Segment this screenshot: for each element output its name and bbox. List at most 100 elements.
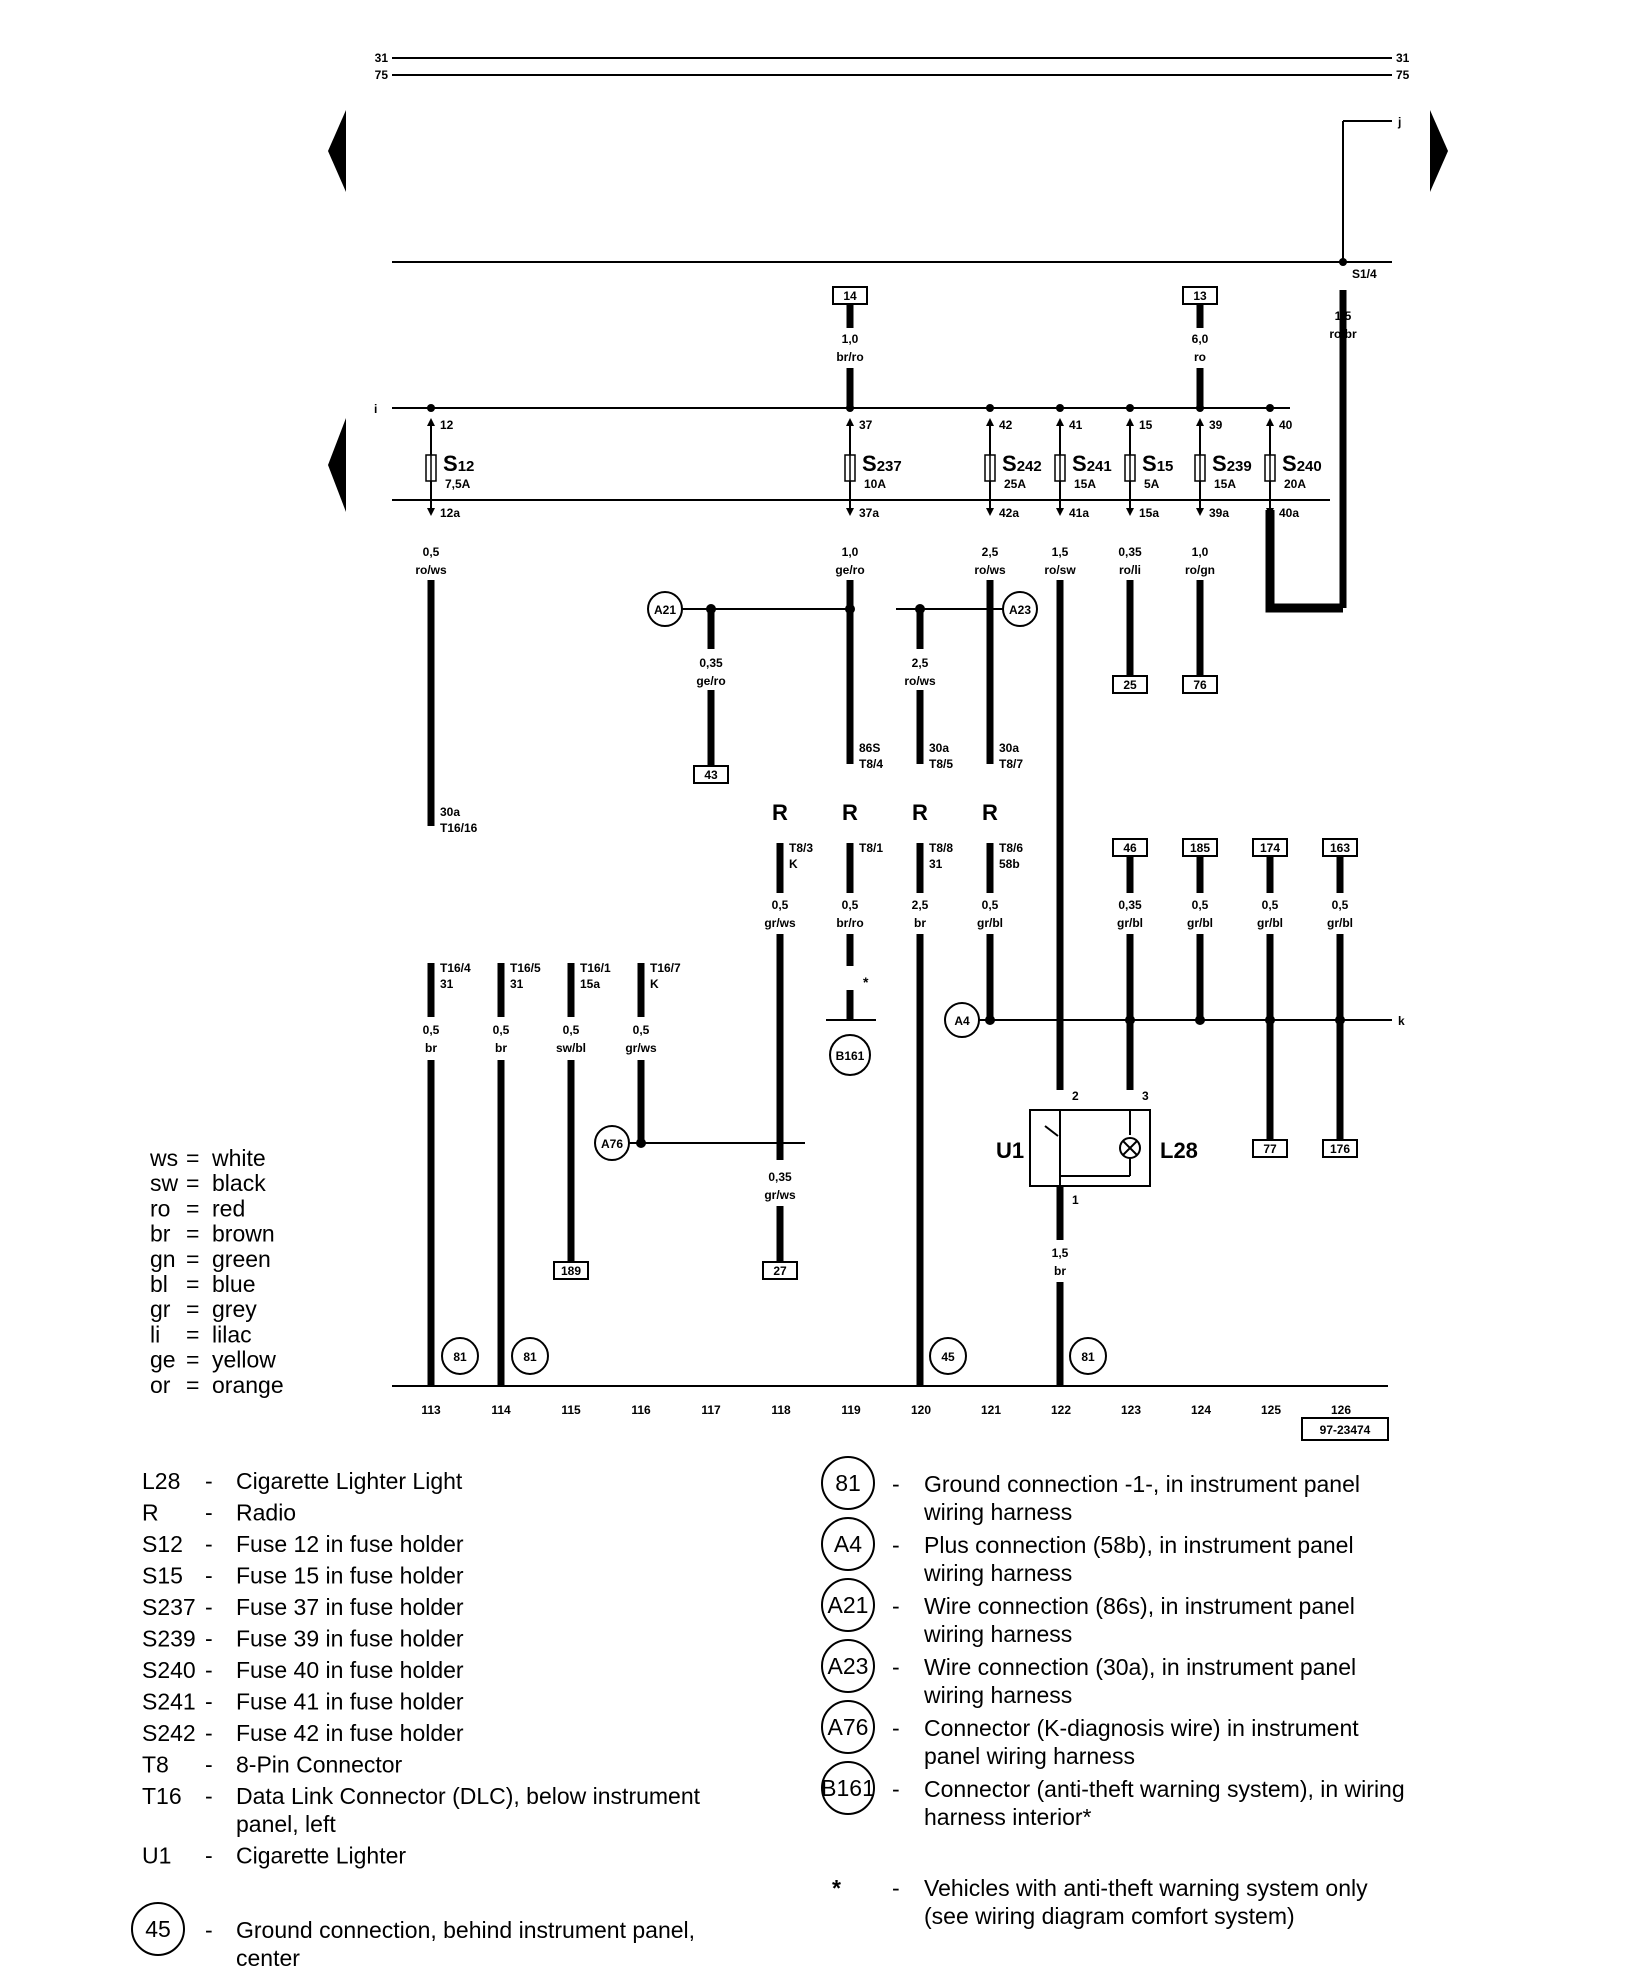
wire-size: 1,5 <box>1052 1246 1069 1260</box>
wire-size: 1,0 <box>1192 545 1209 559</box>
legend-desc: Wire connection (86s), in instrument pan… <box>924 1593 1355 1619</box>
color-code-legend: ws=whitesw=blackro=redbr=browngn=greenbl… <box>149 1145 284 1398</box>
fuse-in-terminal: 39 <box>1209 418 1223 432</box>
wire-size: 0,35 <box>768 1170 792 1184</box>
legend-desc: Cigarette Lighter Light <box>236 1468 463 1494</box>
wire-color: br <box>914 916 926 930</box>
fuse-out-terminal: 12a <box>440 506 460 520</box>
fuse-node <box>1126 404 1134 412</box>
color-equals: = <box>186 1221 199 1247</box>
ref-box-43 <box>693 765 729 784</box>
connector-label: A21 <box>654 603 676 617</box>
wire-color: ge/ro <box>835 563 864 577</box>
legend-key: 45 <box>145 1916 171 1942</box>
fuse-node <box>1056 404 1064 412</box>
legend-desc: wiring harness <box>923 1499 1072 1525</box>
fuse-rating: 5A <box>1144 477 1160 491</box>
radio-label: R <box>982 800 998 825</box>
pin-label: T8/8 <box>929 841 953 855</box>
ground-81-c <box>1069 1337 1107 1375</box>
legend-separator: - <box>205 1594 213 1620</box>
wire-color: gr/bl <box>1257 916 1283 930</box>
color-equals: = <box>186 1372 199 1398</box>
legend-desc: wiring harness <box>923 1560 1072 1586</box>
connector-icon <box>821 1700 875 1754</box>
legend-key: S242 <box>142 1720 196 1746</box>
column-number: 124 <box>1191 1403 1211 1417</box>
fuse-node <box>1196 404 1204 412</box>
wire-color: gr/bl <box>1117 916 1143 930</box>
column-number: 114 <box>491 1403 511 1417</box>
legend-left: L28-Cigarette Lighter LightR-RadioS12-Fu… <box>131 1468 701 1971</box>
wire-color: br/ro <box>836 350 863 364</box>
legend-key: S241 <box>142 1689 196 1715</box>
color-equals: = <box>186 1170 199 1196</box>
wire-size: 1,0 <box>842 545 859 559</box>
color-equals: = <box>186 1296 199 1322</box>
arrow-down-icon <box>1196 508 1204 516</box>
ref-label: 76 <box>1193 678 1207 692</box>
wire-size: 0,5 <box>563 1023 580 1037</box>
rail-label-31-right: 31 <box>1396 51 1410 65</box>
arrow-up-icon <box>986 418 994 426</box>
color-code: ws <box>149 1145 178 1171</box>
ground-81-b <box>511 1337 549 1375</box>
ref-label: 189 <box>561 1264 581 1278</box>
pin-label: 58b <box>999 857 1020 871</box>
legend-separator: - <box>892 1654 900 1680</box>
legend-key: R <box>142 1500 159 1526</box>
rail-label-75-left: 75 <box>375 68 389 82</box>
pin-label: K <box>789 857 798 871</box>
legend-desc: panel, left <box>236 1811 336 1837</box>
wire-size: 0,5 <box>1192 898 1209 912</box>
asterisk: * <box>863 974 869 990</box>
fuse-node <box>986 404 994 412</box>
pin-label: T16/7 <box>650 961 681 975</box>
i-label: i <box>374 402 377 416</box>
fuse-out-terminal: 40a <box>1279 506 1299 520</box>
ref-label: 13 <box>1193 289 1207 303</box>
color-name: grey <box>212 1296 257 1322</box>
pin-label: T8/1 <box>859 841 883 855</box>
pin-label: T16/16 <box>440 821 478 835</box>
fuse-name: S240 <box>1282 451 1322 476</box>
legend-separator: - <box>205 1563 213 1589</box>
wire-size: 0,35 <box>699 656 723 670</box>
legend-separator: - <box>205 1531 213 1557</box>
rail-label-75-right: 75 <box>1396 68 1410 82</box>
column-number: 121 <box>981 1403 1001 1417</box>
ref-box-25 <box>1112 675 1148 694</box>
s240-loop <box>1265 510 1343 613</box>
fuse-out-terminal: 15a <box>1139 506 1159 520</box>
wire-size: 2,5 <box>912 898 929 912</box>
cigarette-lighter-box <box>1029 1109 1151 1187</box>
fuse-out-terminal: 42a <box>999 506 1019 520</box>
legend-separator: - <box>205 1720 213 1746</box>
ref-label: 14 <box>843 289 857 303</box>
fuse-name: S12 <box>443 451 474 476</box>
legend-desc: wiring harness <box>923 1621 1072 1647</box>
fuse-rating: 20A <box>1284 477 1306 491</box>
fuse-in-terminal: 42 <box>999 418 1013 432</box>
connector-icon <box>821 1578 875 1632</box>
fuse-name: S237 <box>862 451 902 476</box>
legend-key: S12 <box>142 1531 183 1557</box>
color-name: brown <box>212 1221 275 1247</box>
connector-icon <box>821 1456 875 1510</box>
wire-size: 0,5 <box>982 898 999 912</box>
legend-desc: Fuse 39 in fuse holder <box>236 1626 464 1652</box>
wire-size: 2,5 <box>912 656 929 670</box>
legend-desc: Fuse 41 in fuse holder <box>236 1689 464 1715</box>
arrow-down-icon <box>1056 508 1064 516</box>
connector-label: A76 <box>601 1137 623 1151</box>
wire-size: 0,5 <box>772 898 789 912</box>
color-equals: = <box>186 1321 199 1347</box>
legend-key: * <box>832 1875 841 1901</box>
wire-size: 0,5 <box>1332 898 1349 912</box>
radio-label: R <box>772 800 788 825</box>
fuse-in-terminal: 41 <box>1069 418 1083 432</box>
arrow-up-icon <box>427 418 435 426</box>
fuse-name: S15 <box>1142 451 1173 476</box>
column-number: 123 <box>1121 1403 1141 1417</box>
legend-separator: - <box>205 1783 213 1809</box>
